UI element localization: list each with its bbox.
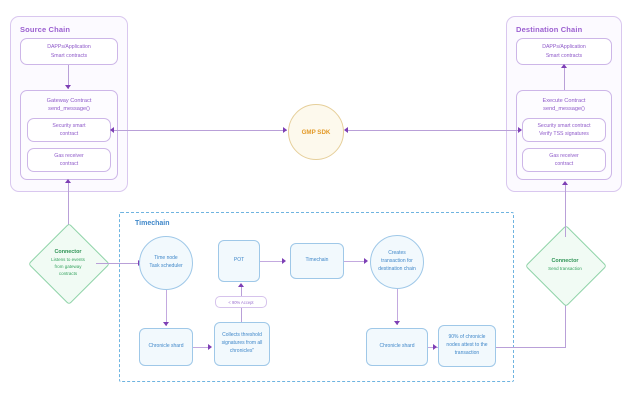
attest-transaction-box[interactable]: 90% of chronicle nodes attest to the tra… <box>438 325 496 367</box>
dest-gas-line2: contract <box>554 161 574 167</box>
attest-line1: 90% of chronicle <box>448 334 486 341</box>
right-connector-title: Connector <box>551 258 579 265</box>
arrowhead-down-source-gateway <box>65 85 71 89</box>
source-gas-line1: Gas receiver <box>54 152 84 159</box>
right-connector-diamond[interactable]: Connector Send transaction <box>524 224 608 308</box>
gateway-title-line1: Gateway Contract <box>46 98 92 104</box>
connector-creates-to-chronicle-right <box>397 289 398 325</box>
destination-dapps-box[interactable]: DAPPs/Application Smart contracts <box>516 38 612 65</box>
time-node-line1: Time node <box>154 255 178 262</box>
arrowhead-right-attest <box>433 344 437 350</box>
destination-chain-title: Destination Chain <box>516 25 583 34</box>
connector-right-connector-to-destination <box>565 185 566 237</box>
arrowhead-down-chronicle-left <box>163 322 169 326</box>
accept-threshold-label: < 90% Accept <box>228 299 254 305</box>
left-connector-line3: contracts <box>58 270 78 276</box>
dest-gas-line1: Gas receiver <box>549 152 579 159</box>
source-security-line2: contract <box>59 131 79 137</box>
gmp-sdk-label: GMP SDK <box>301 128 331 136</box>
creates-line3: destination chain <box>378 265 416 272</box>
collects-line2: signatures from all <box>221 340 263 347</box>
connector-source-gmp <box>113 130 287 131</box>
arrowhead-right-collects <box>208 344 212 350</box>
arrowhead-left-gmp-from-dest <box>344 127 348 133</box>
execute-title-line2: send_message() <box>543 106 585 113</box>
timechain-region-title: Timechain <box>135 220 170 227</box>
connector-source-dapps-gateway <box>68 65 69 89</box>
connector-elbow-up-to-right-connector <box>565 297 566 347</box>
connector-chronicle-left-to-collects <box>193 347 211 348</box>
connector-attest-to-right-elbow <box>496 347 566 348</box>
right-connector-text: Connector Send transaction <box>537 237 593 293</box>
connector-dest-execute-dapps <box>564 68 565 90</box>
gateway-title-line2: send_message() <box>48 106 90 113</box>
destination-gas-receiver-box[interactable]: Gas receiver contract <box>522 148 606 172</box>
timechain-box[interactable]: Timechain <box>290 243 344 279</box>
connector-gmp-destination <box>345 130 521 131</box>
dest-dapps-line2: Smart contracts <box>545 52 583 59</box>
arrowhead-right-destination-security <box>518 127 522 133</box>
dest-security-line1: Security smart contract <box>537 122 591 129</box>
arrowhead-up-destination-execute <box>562 181 568 185</box>
dest-security-line2: Verify TSS signatures <box>539 131 589 137</box>
dest-dapps-line1: DAPPs/Application <box>542 44 586 51</box>
arrowhead-down-chronicle-right <box>394 321 400 325</box>
left-connector-line1: Listens to events <box>51 257 85 263</box>
arrowhead-right-timechain-box <box>282 258 286 264</box>
creates-transaction-node[interactable]: Creates transaction for destination chai… <box>370 235 424 289</box>
chronicle-shard-right-label: Chronicle shard <box>379 343 415 350</box>
time-node-line2: Task scheduler <box>149 263 183 269</box>
timechain-region <box>119 212 514 382</box>
time-node-task-scheduler[interactable]: Time node Task scheduler <box>139 236 193 290</box>
execute-title-line1: Execute Contract <box>542 98 586 104</box>
pot-label: POT <box>233 257 245 264</box>
source-dapps-line1: DAPPs/Application <box>47 44 91 51</box>
collects-threshold-signatures-box[interactable]: Collects threshold signatures from all c… <box>214 322 270 366</box>
connector-timenode-to-chronicle-left <box>166 290 167 326</box>
source-dapps-box[interactable]: DAPPs/Application Smart contracts <box>20 38 118 65</box>
connector-gateway-to-left-connector <box>68 182 69 234</box>
accept-threshold-badge: < 90% Accept <box>215 296 267 308</box>
timechain-box-label: Timechain <box>305 257 329 264</box>
source-security-contract-box[interactable]: Security smart contract <box>27 118 111 142</box>
arrowhead-right-gmp-from-source <box>283 127 287 133</box>
left-connector-line2: from gateway <box>54 264 82 270</box>
attest-line2: nodes attest to the <box>446 342 488 349</box>
collects-line3: chronicles" <box>229 347 255 354</box>
left-connector-text: Connector Listens to events from gateway… <box>40 235 96 291</box>
chronicle-shard-left-label: Chronicle shard <box>148 343 184 350</box>
source-gas-receiver-box[interactable]: Gas receiver contract <box>27 148 111 172</box>
connector-pot-to-timechain <box>260 261 284 262</box>
chronicle-shard-left[interactable]: Chronicle shard <box>139 328 193 366</box>
arrowhead-up-pot <box>238 283 244 287</box>
chronicle-shard-right[interactable]: Chronicle shard <box>366 328 428 366</box>
connector-timechain-to-creates <box>344 261 366 262</box>
arrowhead-up-dest-dapps <box>561 64 567 68</box>
source-gas-line2: contract <box>59 161 79 167</box>
left-connector-title: Connector <box>54 249 82 256</box>
collects-line1: Collects threshold <box>222 332 262 339</box>
destination-security-contract-box[interactable]: Security smart contract Verify TSS signa… <box>522 118 606 142</box>
source-security-line1: Security smart <box>52 122 86 129</box>
attest-line3: transaction <box>454 349 480 356</box>
arrowhead-left-source-gateway <box>110 127 114 133</box>
pot-box[interactable]: POT <box>218 240 260 282</box>
left-connector-diamond[interactable]: Connector Listens to events from gateway… <box>27 222 111 306</box>
creates-line2: transaction for <box>381 258 413 265</box>
source-dapps-line2: Smart contracts <box>50 52 88 59</box>
source-chain-title: Source Chain <box>20 25 71 34</box>
arrowhead-up-gateway <box>65 179 71 183</box>
connector-left-connector-to-timenode <box>96 263 141 264</box>
gmp-sdk-node[interactable]: GMP SDK <box>288 104 344 160</box>
right-connector-line1: Send transaction <box>548 266 582 272</box>
arrowhead-right-creates-tx <box>364 258 368 264</box>
creates-line1: Creates <box>388 250 406 257</box>
